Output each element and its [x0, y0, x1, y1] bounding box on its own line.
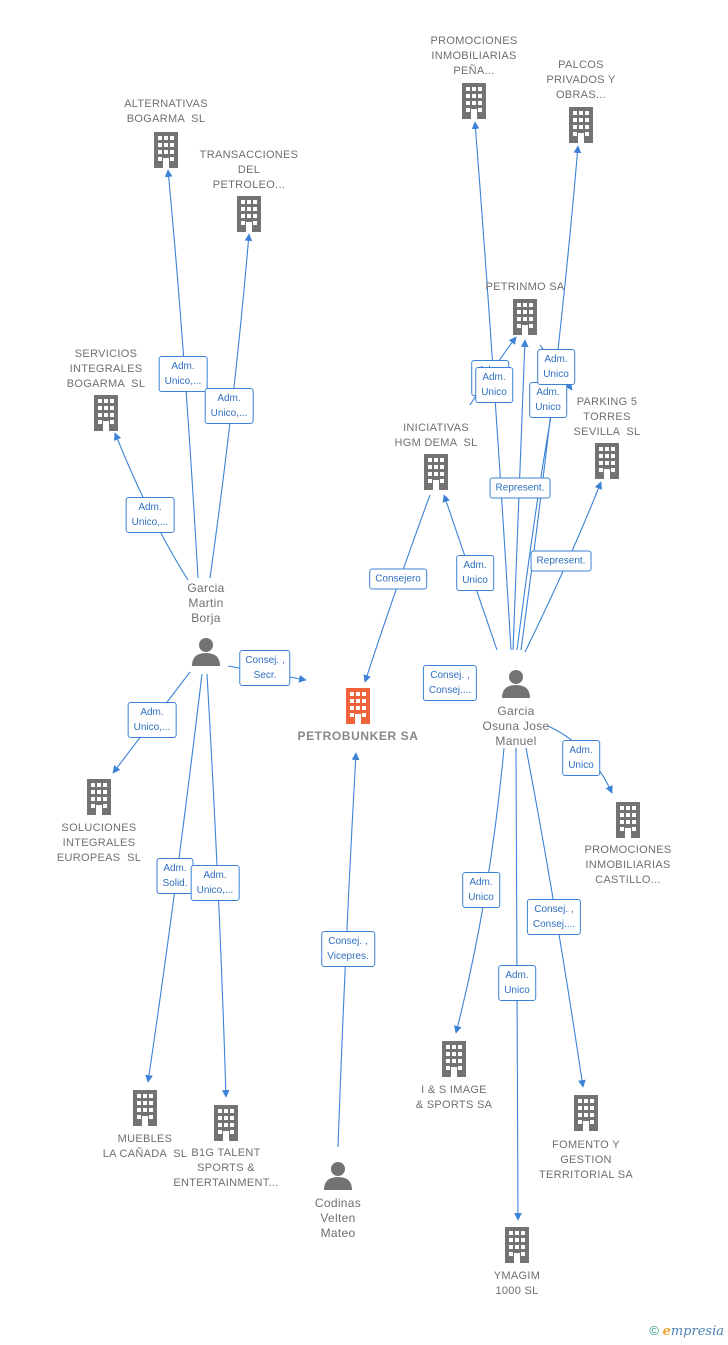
- person-icon-codinas[interactable]: [324, 1162, 352, 1190]
- person-icon-garcia_martin[interactable]: [192, 638, 220, 666]
- edge-label-go_fomento[interactable]: Consej. , Consej....: [526, 899, 582, 935]
- node-label-palcos[interactable]: PALCOS PRIVADOS Y OBRAS...: [546, 59, 616, 101]
- node-label-garcia_osuna[interactable]: Garcia Osuna Jose Manuel: [482, 704, 550, 748]
- edge-label-gm_alternativas[interactable]: Adm. Unico,...: [158, 356, 208, 392]
- building-icon-fomento[interactable]: [574, 1095, 598, 1131]
- building-icon-parking[interactable]: [595, 443, 619, 479]
- node-label-alternativas[interactable]: ALTERNATIVAS BOGARMA SL: [124, 98, 208, 125]
- building-icon-petrobunker[interactable]: [346, 688, 370, 724]
- edge-label-gm_servicios[interactable]: Adm. Unico,...: [125, 497, 175, 533]
- edge-label-gm_soluciones[interactable]: Adm. Unico,...: [127, 702, 177, 738]
- node-label-is_image[interactable]: I & S IMAGE & SPORTS SA: [415, 1084, 493, 1111]
- node-label-soluciones[interactable]: SOLUCIONES INTEGRALES EUROPEAS SL: [56, 822, 142, 864]
- node-label-ymagim[interactable]: YMAGIM 1000 SL: [493, 1270, 541, 1297]
- edge-label-go_is_image[interactable]: Adm. Unico: [462, 872, 500, 908]
- building-icon-petrinmo[interactable]: [513, 299, 537, 335]
- edge-label-go_iniciativas[interactable]: Adm. Unico: [456, 555, 494, 591]
- node-label-fomento[interactable]: FOMENTO Y GESTION TERRITORIAL SA: [538, 1139, 634, 1181]
- node-label-petrobunker[interactable]: PETROBUNKER SA: [297, 729, 419, 743]
- edge-label-go_castillo[interactable]: Adm. Unico: [562, 740, 600, 776]
- node-label-codinas[interactable]: Codinas Velten Mateo: [314, 1196, 362, 1240]
- node-label-petrinmo[interactable]: PETRINMO SA: [485, 281, 565, 293]
- footer-brand[interactable]: © empresia: [649, 1323, 724, 1339]
- edge-label-gm_muebles[interactable]: Adm. Solid.: [156, 858, 194, 894]
- edge-label-gm_transacciones[interactable]: Adm. Unico,...: [204, 388, 254, 424]
- node-label-iniciativas[interactable]: INICIATIVAS HGM DEMA SL: [394, 422, 478, 449]
- node-label-promociones_pena[interactable]: PROMOCIONES INMOBILIARIAS PEÑA...: [430, 35, 518, 77]
- edge-label-cod_petrobunker[interactable]: Consej. , Vicepres.: [321, 931, 375, 967]
- building-icon-servicios[interactable]: [94, 395, 118, 431]
- person-icon-garcia_osuna[interactable]: [502, 670, 530, 698]
- edge-label-go_ymagim[interactable]: Adm. Unico: [498, 965, 536, 1001]
- building-icon-alternativas[interactable]: [154, 132, 178, 168]
- edge-line-go_petrinmo_c: [516, 389, 559, 651]
- building-icon-soluciones[interactable]: [87, 779, 111, 815]
- edge-label-ini_petrobunker[interactable]: Consejero: [369, 568, 427, 590]
- edge-label-gm_petrobunker[interactable]: Consej. , Secr.: [239, 650, 291, 686]
- building-icon-muebles[interactable]: [133, 1090, 157, 1126]
- building-icon-palcos[interactable]: [569, 107, 593, 143]
- building-icon-ymagim[interactable]: [505, 1227, 529, 1263]
- building-icon-promociones_pena[interactable]: [462, 83, 486, 119]
- building-icon-b1g[interactable]: [214, 1105, 238, 1141]
- building-icon-transacciones[interactable]: [237, 196, 261, 232]
- building-icon-iniciativas[interactable]: [424, 454, 448, 490]
- edge-label-gm_b1g[interactable]: Adm. Unico,...: [190, 865, 240, 901]
- edge-label-go_petrobunker[interactable]: Consej. , Consej....: [422, 665, 478, 701]
- node-label-garcia_martin[interactable]: Garcia Martin Borja: [187, 581, 225, 625]
- empresia-logo: empresia: [662, 1324, 724, 1339]
- building-icon-is_image[interactable]: [442, 1041, 466, 1077]
- node-label-promociones_castillo[interactable]: PROMOCIONES INMOBILIARIAS CASTILLO...: [584, 844, 672, 886]
- edge-label-go_petrinmo_c[interactable]: Adm. Unico: [529, 382, 567, 418]
- edge-label-go_petrinmo_b[interactable]: Adm. Unico: [475, 367, 513, 403]
- node-label-muebles[interactable]: MUEBLES LA CAÑADA SL: [102, 1133, 188, 1160]
- node-label-parking[interactable]: PARKING 5 TORRES SEVILLA SL: [573, 396, 641, 438]
- node-label-b1g[interactable]: B1G TALENT SPORTS & ENTERTAINMENT...: [173, 1147, 279, 1189]
- edge-label-go_promociones_pena[interactable]: Represent.: [489, 477, 551, 499]
- building-icon-promociones_castillo[interactable]: [616, 802, 640, 838]
- edge-label-go_parking[interactable]: Represent.: [530, 550, 592, 572]
- edge-label-go_petrinmo_d[interactable]: Adm. Unico: [537, 349, 575, 385]
- node-label-servicios[interactable]: SERVICIOS INTEGRALES BOGARMA SL: [66, 348, 146, 390]
- copyright-icon: ©: [649, 1323, 659, 1338]
- node-label-transacciones[interactable]: TRANSACCIONES DEL PETROLEO...: [199, 149, 299, 191]
